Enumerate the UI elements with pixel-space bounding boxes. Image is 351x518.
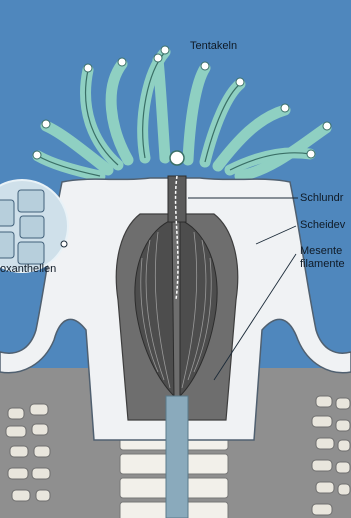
label-zooxanthellen: oxanthellen [0,263,56,276]
magnifier-anchor [61,241,67,247]
inner-skeleton [116,214,237,420]
gastric-column [166,396,188,518]
mouth [170,151,184,165]
label-schlundrohr: Schlundr [300,192,343,205]
label-filamente: filamente [300,258,345,271]
label-tentakeln: Tentakeln [190,40,237,53]
label-scheidewand: Scheidev [300,219,345,232]
pharynx [168,176,186,222]
label-mesenterial: Mesente [300,245,342,258]
